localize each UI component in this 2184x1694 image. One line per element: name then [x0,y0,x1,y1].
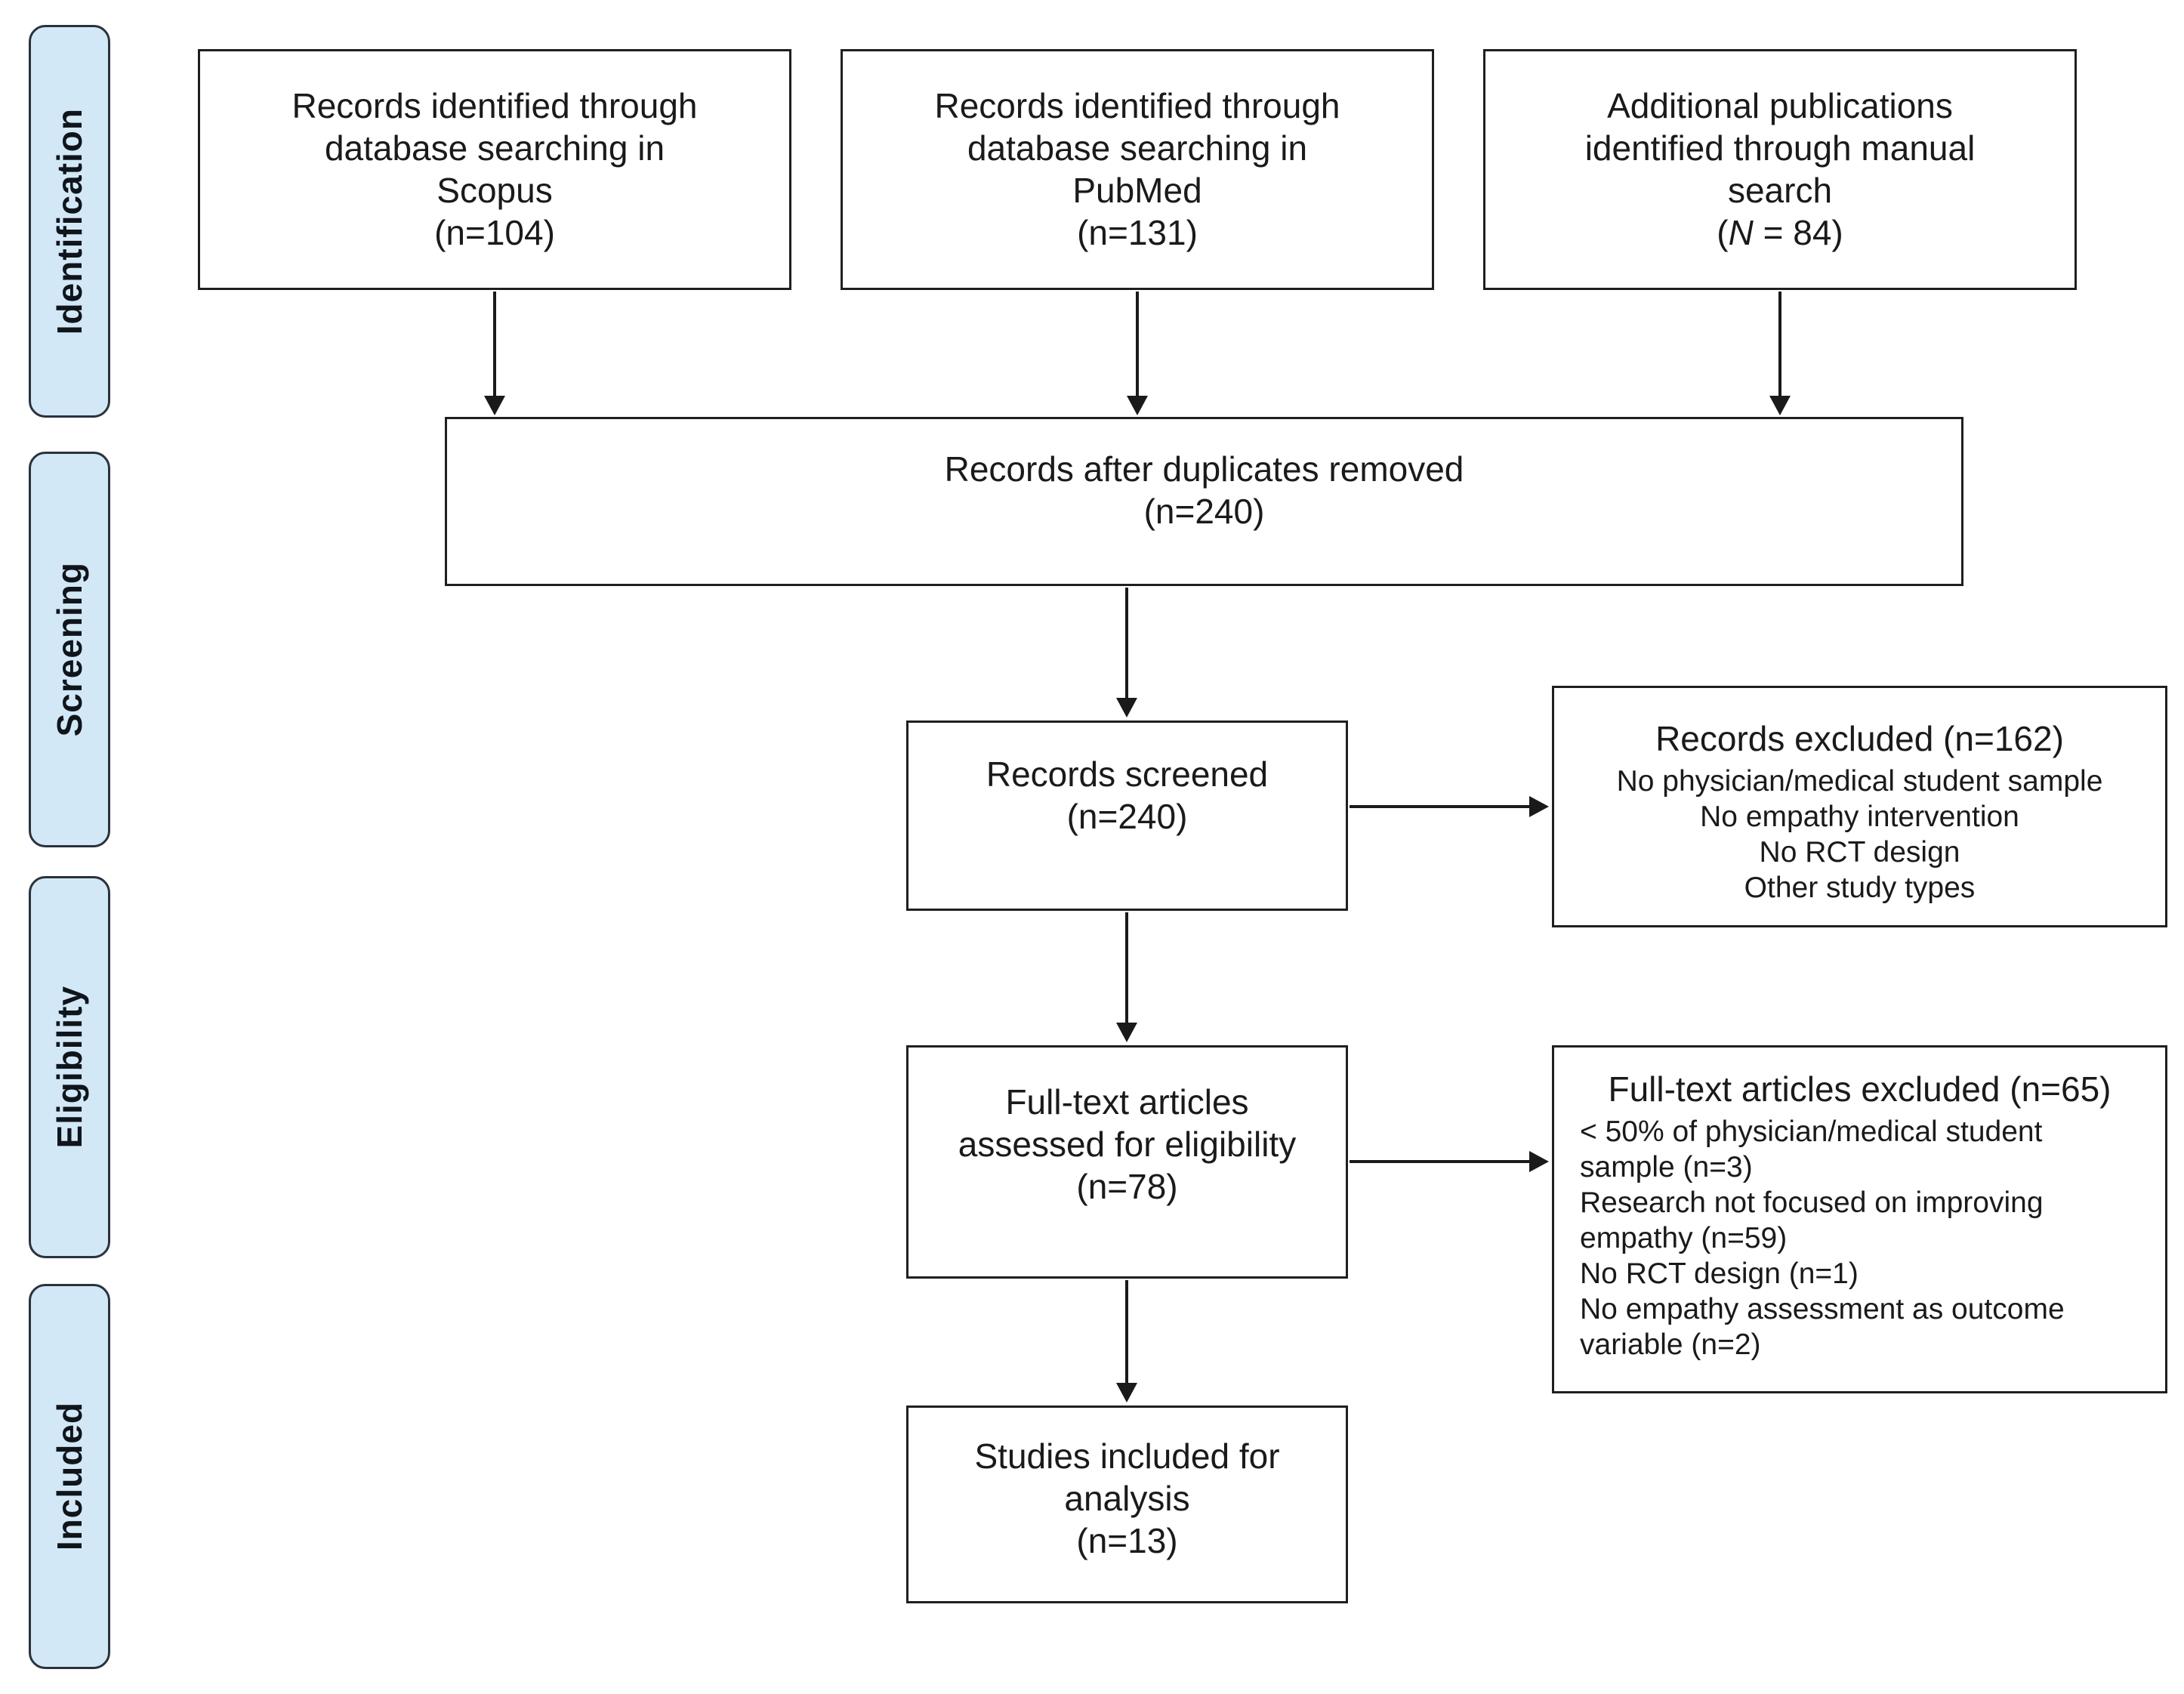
box-records-excluded: Records excluded (n=162) No physician/me… [1552,686,2167,927]
stage-included-label: Included [50,1402,89,1551]
arrow-fulltext-to-included [1116,1280,1137,1402]
stage-identification-label: Identification [50,107,89,335]
box-records-scopus: Records identified through database sear… [198,49,791,290]
box-records-scopus-count: (n=104) [434,213,555,252]
box-records-pubmed: Records identified through database sear… [841,49,1434,290]
arrow-scopus-to-duplicates [484,292,505,415]
reason-line: < 50% of physician/medical student sampl… [1580,1115,2043,1183]
arrow-duplicates-to-screened [1116,588,1137,717]
reason-line: No empathy intervention [1700,801,2019,833]
box-additional-manual: Additional publications identified throu… [1483,49,2077,290]
box-duplicates-removed-count: (n=240) [1143,492,1265,531]
box-duplicates-removed-text: Records after duplicates removed [944,449,1464,489]
arrow-pubmed-to-duplicates [1127,292,1148,415]
box-records-excluded-title: Records excluded (n=162) [1655,719,2064,758]
box-studies-included: Studies included for analysis (n=13) [906,1405,1348,1603]
count-value: = 84) [1753,213,1843,252]
arrow-screened-to-records-excluded [1350,796,1549,817]
reason-line: No RCT design (n=1) [1580,1257,1859,1290]
stage-identification: Identification [29,25,110,418]
reason-line: No empathy assessment as outcome variabl… [1580,1293,2065,1361]
box-fulltext-assessed: Full-text articles assessed for eligibil… [906,1045,1348,1279]
stage-screening-label: Screening [50,562,89,737]
reason-line: No RCT design [1759,836,1960,869]
stage-included: Included [29,1284,110,1669]
box-studies-included-text: Studies included for analysis [974,1436,1280,1518]
box-records-pubmed-text: Records identified through database sear… [934,86,1340,210]
box-records-screened-count: (n=240) [1066,797,1188,836]
arrow-screened-to-fulltext [1116,912,1137,1042]
arrow-manual-to-duplicates [1769,292,1791,415]
box-additional-manual-count: (N = 84) [1485,211,2074,254]
count-n-variable: N [1728,213,1754,252]
box-records-screened: Records screened (n=240) [906,720,1348,911]
box-records-scopus-text: Records identified through database sear… [292,86,698,210]
arrow-fulltext-to-fulltext-excluded [1350,1151,1549,1172]
box-duplicates-removed: Records after duplicates removed (n=240) [445,417,1963,586]
stage-eligibility: Eligibility [29,876,110,1258]
reason-line: No physician/medical student sample [1616,765,2103,798]
fulltext-excluded-reasons: < 50% of physician/medical student sampl… [1554,1114,2165,1362]
box-fulltext-excluded-title: Full-text articles excluded (n=65) [1608,1069,2112,1109]
box-records-pubmed-count: (n=131) [1077,213,1198,252]
box-fulltext-excluded: Full-text articles excluded (n=65) < 50%… [1552,1045,2167,1393]
box-additional-manual-text: Additional publications identified throu… [1584,86,1976,210]
box-fulltext-assessed-text: Full-text articles assessed for eligibil… [958,1082,1297,1164]
reason-line: Other study types [1744,872,1976,904]
stage-eligibility-label: Eligibility [50,986,89,1149]
box-records-screened-text: Records screened [986,754,1269,794]
box-studies-included-count: (n=13) [1076,1521,1178,1560]
box-fulltext-assessed-count: (n=78) [1076,1167,1178,1206]
count-open-paren: ( [1717,213,1729,252]
reason-line: Research not focused on improving empath… [1580,1186,2044,1254]
stage-screening: Screening [29,452,110,847]
